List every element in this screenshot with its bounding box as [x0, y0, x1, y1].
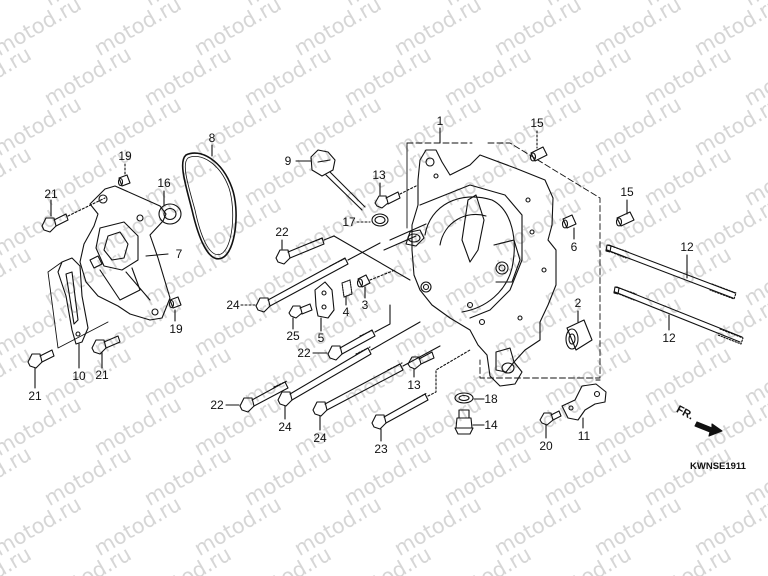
part-callout-7: 7 — [175, 247, 183, 261]
stud-12a — [605, 244, 737, 300]
part-callout-6: 6 — [570, 240, 578, 254]
part-callout-12: 12 — [680, 240, 694, 254]
part-callout-16: 16 — [157, 176, 171, 190]
part-callout-5: 5 — [317, 331, 325, 345]
part-callout-24: 24 — [313, 431, 327, 445]
part-callout-15: 15 — [530, 116, 544, 130]
crankcase-1 — [383, 127, 601, 387]
part-callout-17: 17 — [342, 215, 356, 229]
part-callout-21: 21 — [28, 389, 42, 403]
cap-3 — [356, 269, 396, 299]
bolt-22c — [225, 380, 289, 413]
bolt-24a — [240, 242, 381, 313]
bolt-24b — [277, 321, 421, 420]
bolt-20 — [539, 410, 562, 439]
bracket-11 — [561, 379, 607, 429]
part-callout-22: 22 — [275, 225, 289, 239]
washer-17 — [356, 213, 389, 227]
part-callout-12: 12 — [662, 331, 676, 345]
part-callout-4: 4 — [342, 305, 350, 319]
spring-4 — [341, 279, 353, 306]
part-callout-11: 11 — [577, 429, 591, 443]
plate-10 — [57, 257, 89, 369]
part-callout-20: 20 — [539, 439, 553, 453]
dowel-19b — [168, 296, 182, 322]
diagram-code: KWNSE1911 — [690, 461, 746, 472]
part-callout-19: 19 — [169, 322, 183, 336]
part-callout-22: 22 — [297, 346, 311, 360]
part-callout-25: 25 — [286, 329, 300, 343]
gasket-8 — [181, 144, 237, 260]
washer-18 — [454, 392, 485, 404]
bolt-22b — [312, 304, 391, 361]
bolt-23 — [371, 349, 471, 442]
stud-12b — [613, 286, 744, 345]
part-callout-1: 1 — [436, 114, 444, 128]
bolt-13a — [374, 182, 419, 209]
front-arrow-icon — [694, 421, 723, 437]
part-callout-10: 10 — [72, 369, 86, 383]
part-callout-14: 14 — [484, 418, 498, 432]
dipstick-9 — [295, 149, 366, 211]
bolt-24c — [312, 345, 441, 431]
part-callout-3: 3 — [361, 298, 369, 312]
part-callout-9: 9 — [284, 154, 292, 168]
part-callout-21: 21 — [95, 368, 109, 382]
part-callout-2: 2 — [574, 296, 582, 310]
bolt-21b — [91, 335, 121, 369]
stopper-plate-5 — [314, 281, 335, 332]
part-callout-8: 8 — [208, 131, 216, 145]
part-callout-15: 15 — [620, 185, 634, 199]
part-callout-13: 13 — [407, 378, 421, 392]
part-callout-21: 21 — [44, 187, 58, 201]
drain-plug-14 — [454, 409, 485, 435]
part-callout-24: 24 — [226, 298, 240, 312]
bolt-13b — [407, 351, 435, 378]
part-callout-19: 19 — [118, 149, 132, 163]
bolt-21c — [27, 349, 55, 389]
dowel-19a — [117, 163, 131, 187]
oil-seal-16 — [158, 190, 182, 225]
part-callout-22: 22 — [210, 398, 224, 412]
dowel-15a — [529, 130, 548, 162]
bearing-2 — [565, 310, 593, 351]
part-callout-24: 24 — [278, 420, 292, 434]
dowel-6 — [561, 214, 577, 240]
bolt-21a — [41, 197, 106, 233]
part-callout-23: 23 — [374, 442, 388, 456]
dowel-15b — [615, 199, 635, 227]
bolt-22a — [275, 235, 411, 281]
bolt-25 — [288, 303, 313, 330]
water-pump-cover-7 — [79, 185, 171, 321]
part-callout-13: 13 — [372, 168, 386, 182]
part-callout-18: 18 — [484, 392, 498, 406]
